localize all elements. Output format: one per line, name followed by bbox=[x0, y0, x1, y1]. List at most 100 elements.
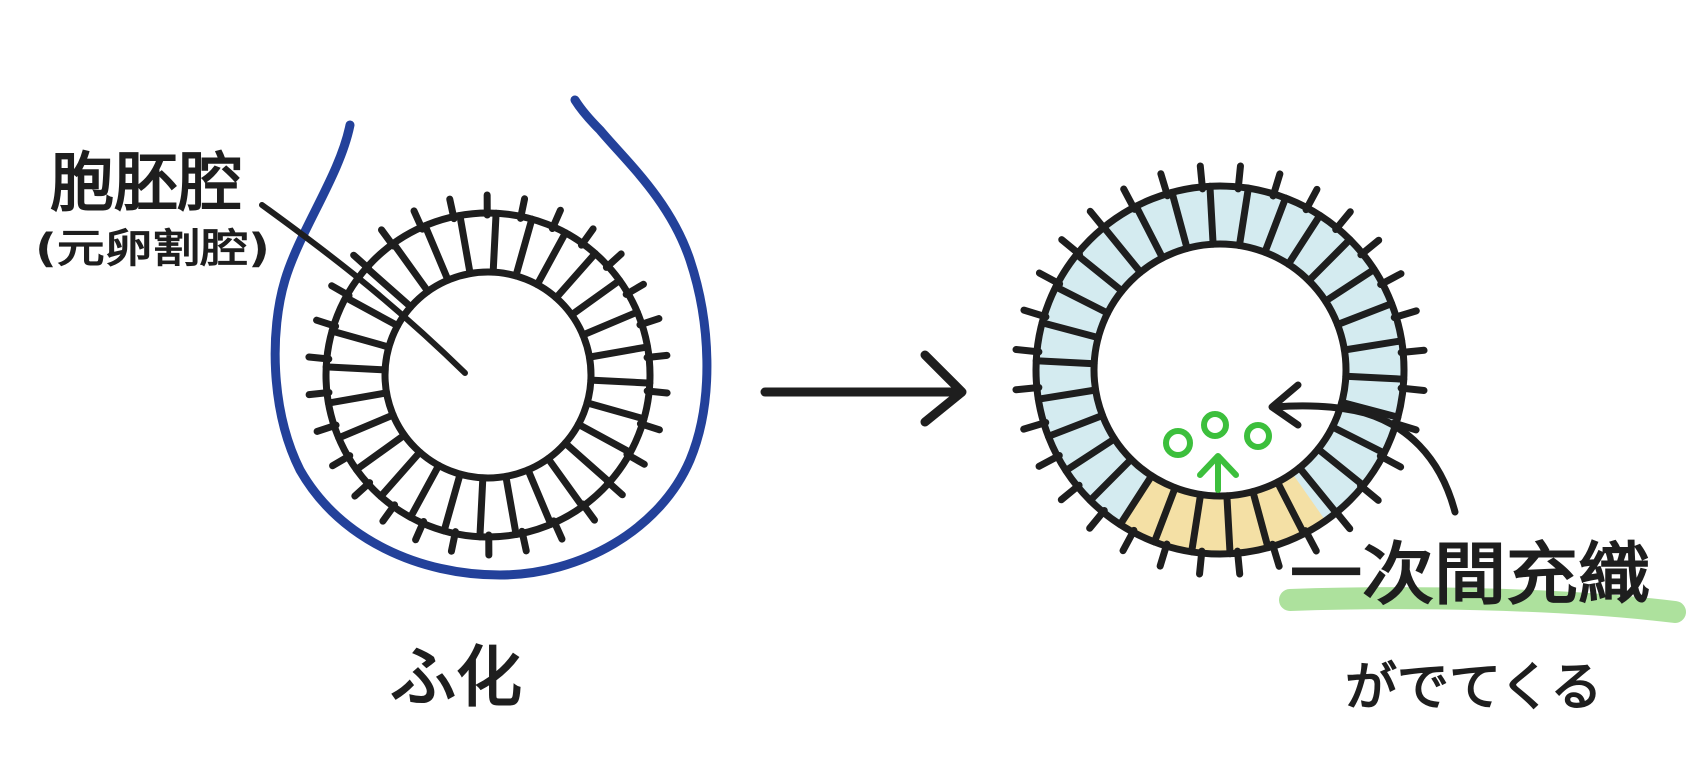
cell-wall bbox=[1044, 411, 1106, 440]
cell-wall bbox=[1168, 188, 1191, 252]
cell-wall bbox=[342, 294, 402, 330]
cell-wall bbox=[1062, 435, 1118, 475]
cell-wall bbox=[1206, 182, 1217, 248]
cilium bbox=[603, 477, 626, 499]
cell-wall bbox=[1034, 386, 1100, 403]
cell-wall bbox=[561, 439, 613, 486]
outer-boundary bbox=[322, 209, 654, 541]
cell-wall bbox=[574, 420, 634, 456]
cilium bbox=[1357, 236, 1383, 259]
cilium bbox=[579, 500, 598, 524]
cell-wall bbox=[533, 229, 569, 289]
cell-wall bbox=[1296, 464, 1340, 517]
blastula-cell-layer-right bbox=[1012, 162, 1428, 578]
cilium bbox=[313, 316, 340, 330]
inner-boundary bbox=[381, 268, 595, 482]
cilium bbox=[577, 225, 597, 249]
cilium bbox=[1356, 482, 1382, 504]
cilium bbox=[1302, 185, 1321, 214]
cilium bbox=[1332, 208, 1354, 234]
cell-wall bbox=[587, 376, 654, 387]
cell-wall bbox=[524, 466, 555, 528]
cell-wall bbox=[1235, 184, 1252, 250]
cilium bbox=[410, 207, 426, 233]
cilium bbox=[447, 528, 459, 555]
cell-wall bbox=[1314, 445, 1367, 489]
cell-wall bbox=[552, 250, 599, 302]
cell-wall bbox=[1150, 484, 1179, 546]
cell-wall bbox=[1100, 223, 1144, 276]
cell-wall bbox=[328, 327, 393, 351]
cell-wall bbox=[579, 308, 641, 339]
cell-wall bbox=[1086, 455, 1135, 504]
cell-wall bbox=[1342, 372, 1408, 383]
cilium bbox=[1376, 452, 1405, 471]
cilium bbox=[1196, 547, 1206, 578]
cell-wall bbox=[363, 264, 415, 311]
cell-wall bbox=[544, 455, 587, 511]
outer-boundary bbox=[1032, 182, 1408, 558]
fertilization-membrane bbox=[270, 95, 712, 580]
cilium bbox=[1377, 270, 1405, 288]
cilium bbox=[1012, 384, 1043, 394]
cell-wall bbox=[440, 470, 464, 535]
cell-wall bbox=[1038, 319, 1102, 342]
cilium bbox=[378, 226, 397, 250]
cell-wall bbox=[421, 222, 452, 284]
cell-wall bbox=[1261, 194, 1290, 256]
cilium bbox=[350, 251, 373, 273]
cilium bbox=[1397, 346, 1428, 356]
cilium bbox=[518, 527, 530, 555]
cell-wall bbox=[1273, 478, 1308, 538]
cilium bbox=[636, 420, 663, 434]
cell-wall bbox=[568, 276, 624, 319]
cell-wall bbox=[1328, 423, 1388, 457]
cell-wall bbox=[1338, 398, 1402, 421]
cell-wall bbox=[502, 472, 520, 539]
appears-label: がでてくる bbox=[1345, 658, 1602, 718]
cell-wall bbox=[377, 448, 424, 500]
cilium bbox=[1020, 306, 1050, 321]
cilium bbox=[1156, 540, 1171, 570]
cell-wall bbox=[1032, 357, 1098, 368]
cell-wall bbox=[489, 209, 500, 276]
label-highlight bbox=[1279, 587, 1686, 623]
cilium bbox=[1119, 526, 1138, 555]
cilium bbox=[1302, 527, 1320, 555]
ingression-arrow-icon bbox=[1197, 453, 1239, 493]
cell-wall bbox=[1116, 472, 1156, 529]
cell-wall bbox=[352, 431, 408, 474]
cell-wall bbox=[585, 343, 652, 361]
cilium bbox=[1234, 162, 1244, 193]
cell-wall bbox=[1249, 488, 1272, 552]
cell-wall bbox=[1223, 492, 1234, 558]
hatching-blastula bbox=[259, 95, 712, 580]
cell-wall bbox=[389, 239, 432, 295]
cilium bbox=[329, 452, 354, 470]
cell-wall bbox=[476, 474, 487, 541]
cell-wall bbox=[583, 399, 648, 423]
mesenchyme-blastula bbox=[1012, 162, 1686, 623]
cell-wall bbox=[1188, 490, 1205, 556]
blastocoel-label: 胞胚腔 bbox=[50, 147, 242, 221]
cell-wall bbox=[322, 363, 389, 374]
cilium bbox=[636, 315, 663, 329]
blastocoel-alt-label: (元卵割腔) bbox=[35, 226, 270, 272]
cilium bbox=[412, 517, 428, 544]
cilium bbox=[1058, 236, 1084, 258]
cilium bbox=[643, 351, 671, 362]
cell-wall bbox=[1073, 251, 1126, 295]
cilium bbox=[550, 517, 566, 543]
cilium bbox=[623, 450, 648, 468]
cilium bbox=[1397, 384, 1428, 394]
cell-wall bbox=[1284, 211, 1324, 268]
cilium bbox=[548, 206, 564, 233]
cilium bbox=[602, 250, 625, 271]
cilium bbox=[1035, 269, 1064, 288]
cell-wall bbox=[1305, 236, 1354, 285]
cell-wall bbox=[1052, 283, 1112, 317]
cilium bbox=[305, 388, 333, 399]
blastula-cell-layer bbox=[305, 191, 671, 559]
right-arrow-icon bbox=[760, 350, 967, 427]
